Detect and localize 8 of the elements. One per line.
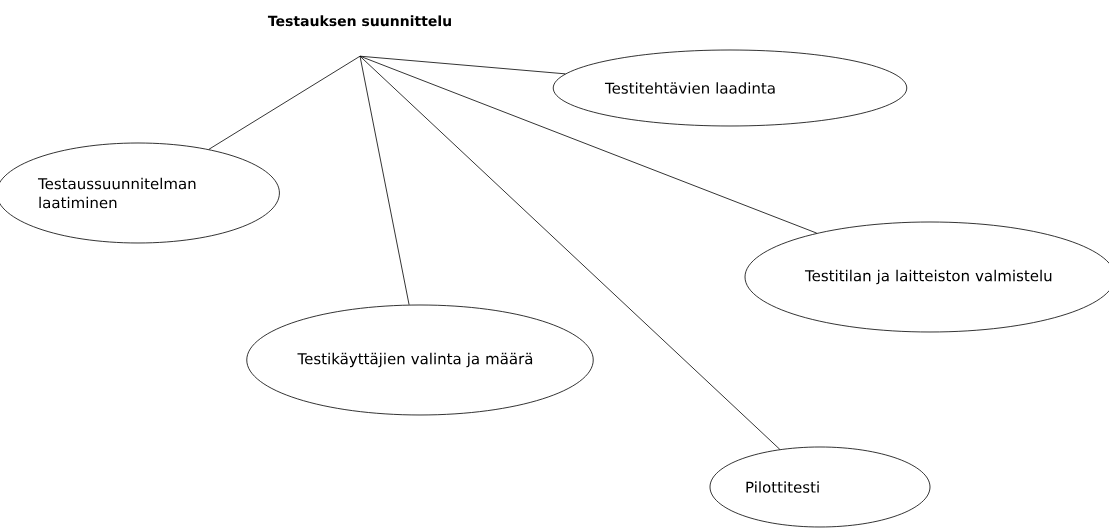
connector-line (359, 55, 818, 234)
ellipse-node: Testikäyttäjien valinta ja määrä (246, 304, 594, 416)
connector-line (208, 55, 361, 150)
connector-line (359, 55, 781, 450)
ellipse-node: Testitehtävien laadinta (552, 49, 908, 127)
ellipse-node: Pilottitesti (709, 446, 931, 528)
connector-line (359, 55, 410, 306)
title: Testauksen suunnittelu (267, 15, 451, 27)
